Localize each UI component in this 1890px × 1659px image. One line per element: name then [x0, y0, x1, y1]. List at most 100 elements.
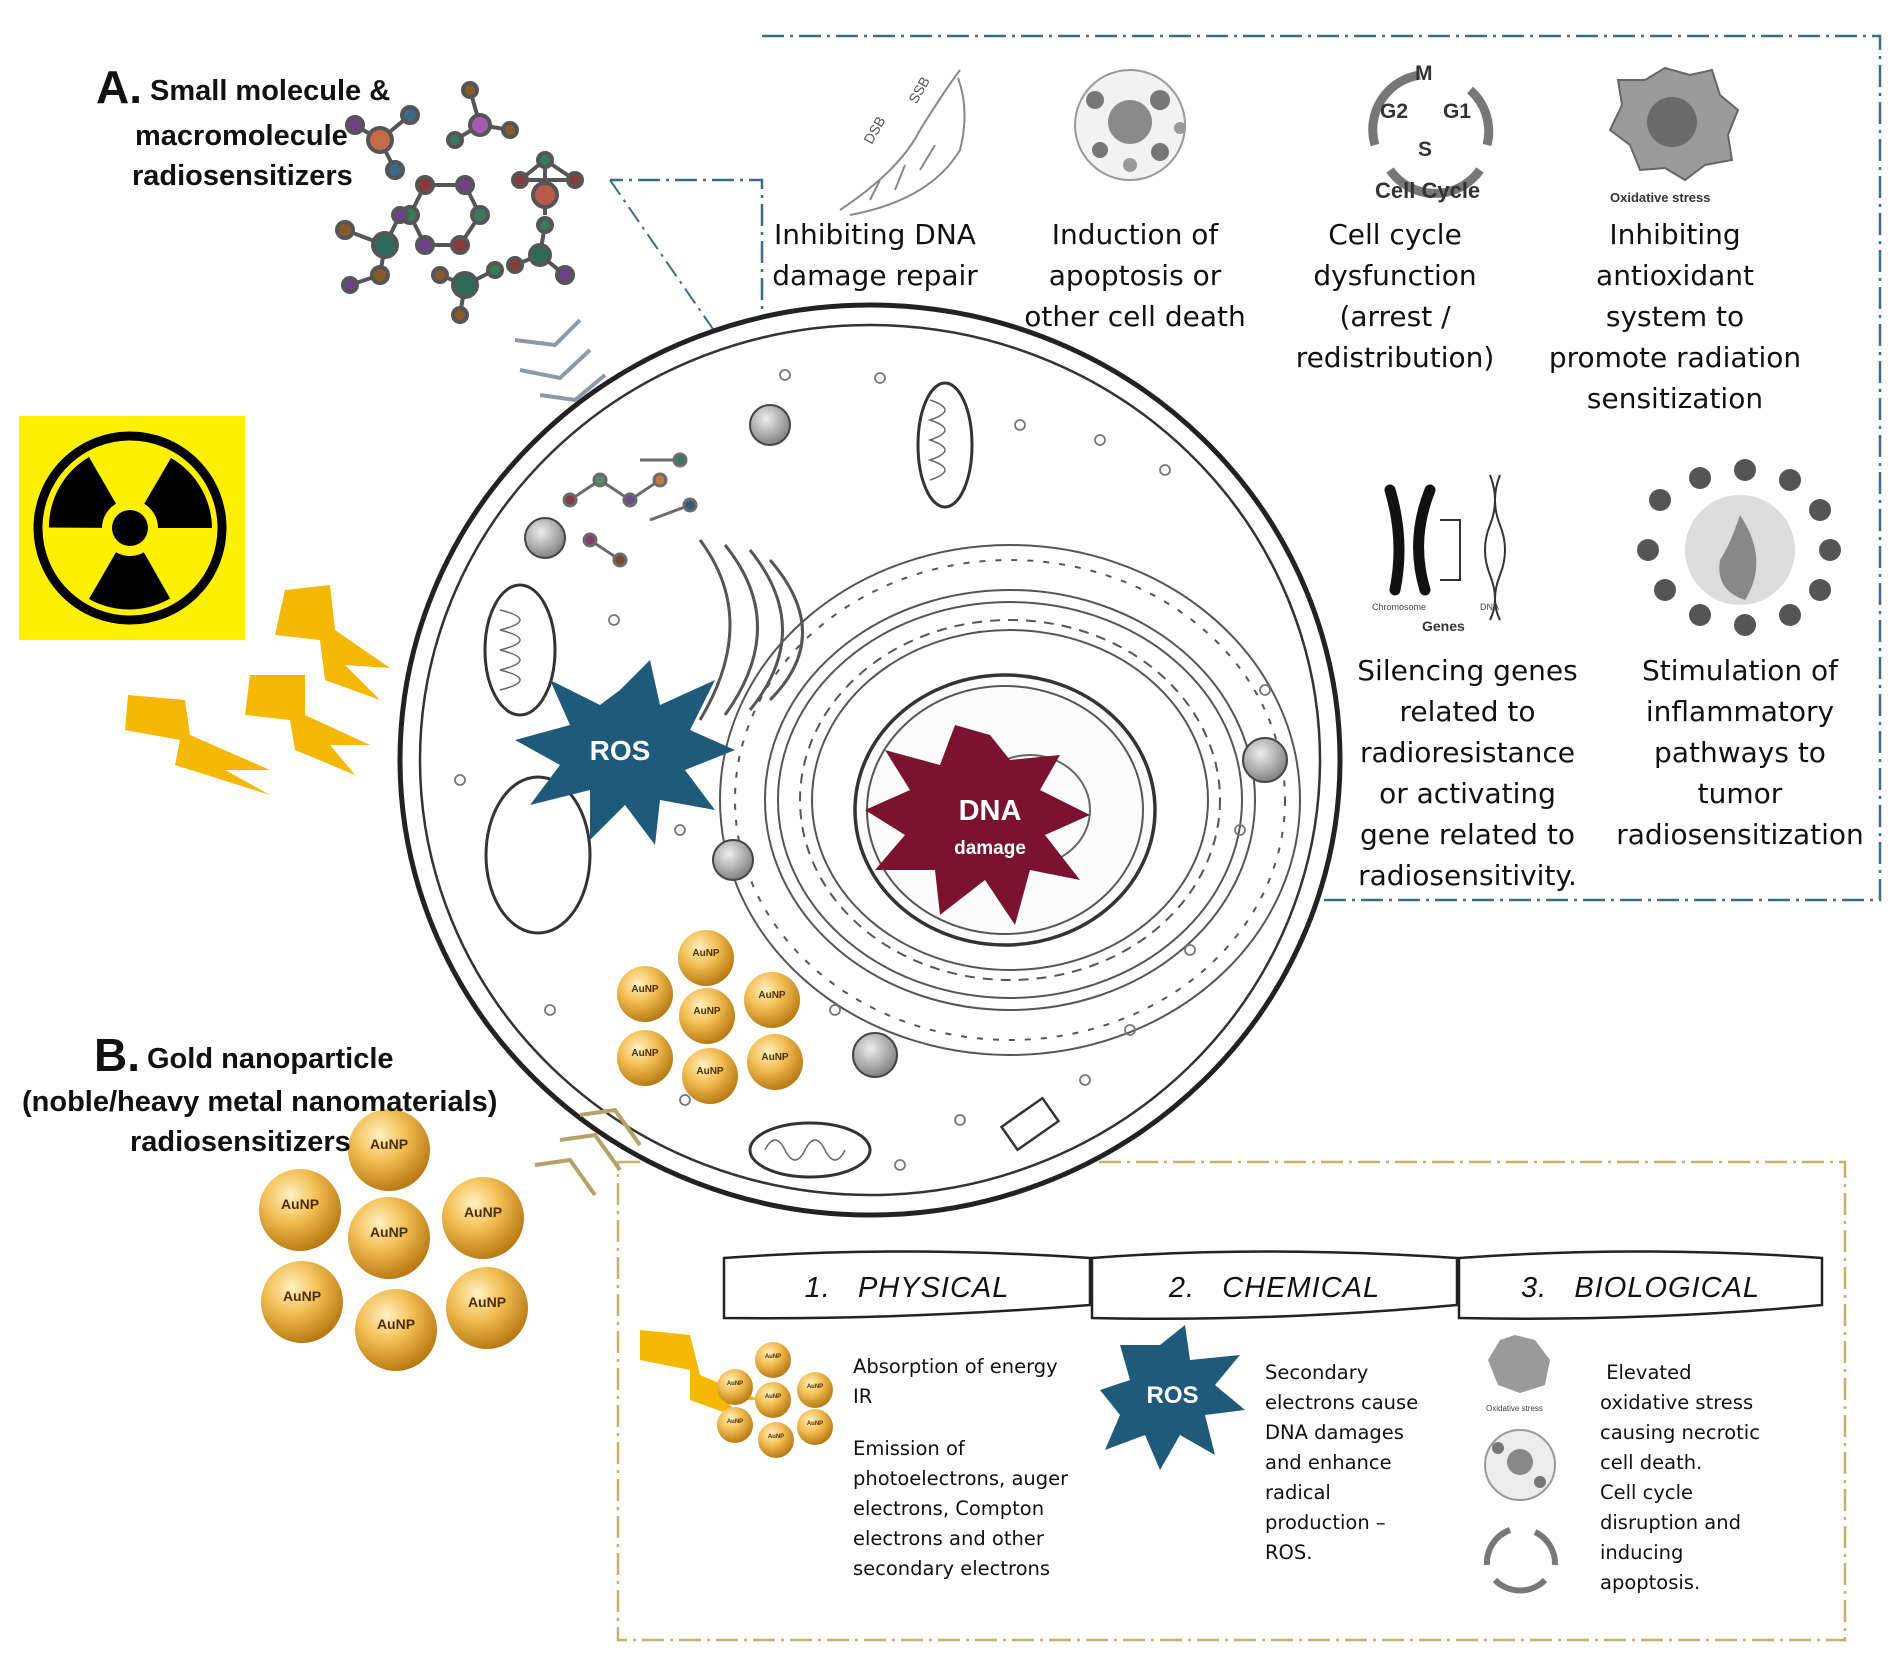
apoptotic-cell-icon — [1074, 69, 1186, 181]
dna-damage-burst — [865, 725, 1090, 925]
mechanism-line: antioxidant — [1596, 259, 1754, 292]
section-b-line1: Gold nanoparticle — [147, 1043, 394, 1075]
aunp-label: AuNP — [369, 1224, 409, 1240]
mechanism-genes: Silencing genes related to radioresistan… — [1340, 650, 1595, 896]
stage-text-line: Cell cycle — [1600, 1481, 1694, 1504]
oxidative-stress-icon — [1608, 66, 1740, 182]
stage-text-line: electrons, Compton — [853, 1497, 1045, 1520]
mini-apoptotic-icon — [1484, 1429, 1556, 1501]
mechanism-line: or activating — [1379, 777, 1556, 810]
mechanism-line: Silencing genes — [1357, 654, 1578, 687]
aunp-label: AuNP — [467, 1294, 507, 1310]
vacuole — [484, 775, 592, 935]
mechanism-line: system to — [1605, 300, 1745, 333]
damage-label: damage — [954, 838, 1026, 859]
mechanism-line: apoptosis or — [1048, 259, 1222, 292]
aunp-label: AuNP — [767, 1434, 785, 1440]
ros-label: ROS — [589, 735, 651, 766]
mini-nanoparticles — [717, 1342, 833, 1458]
vesicles — [524, 404, 1288, 1078]
section-b-line2: (noble/heavy metal nanomaterials) — [22, 1086, 498, 1118]
ros-burst-cell — [515, 660, 735, 845]
stage-header-text: 1. PHYSICAL — [724, 1258, 1090, 1318]
section-b-line3: radiosensitizers — [130, 1126, 351, 1158]
stage-biological-header: 3. BIOLOGICAL — [1459, 1258, 1822, 1318]
stage-text-line: photoelectrons, auger — [853, 1467, 1069, 1490]
section-b-box — [616, 1160, 1847, 1642]
stage-text-line: apoptosis. — [1600, 1571, 1701, 1594]
stage-physical-header: 1. PHYSICAL — [724, 1258, 1090, 1318]
oxidative-stress-caption: Oxidative stress — [1610, 190, 1711, 205]
radiosensitizer-molecules — [335, 81, 584, 324]
cell-membrane-inner — [418, 323, 1322, 1197]
aunp-label: AuNP — [692, 948, 720, 959]
stage-text-line: and enhance — [1265, 1451, 1392, 1474]
section-a-line1: Small molecule & — [150, 75, 391, 107]
aunp-label: AuNP — [764, 1354, 782, 1360]
stage-text-line: IR — [853, 1385, 873, 1408]
molecules-in-cell — [562, 452, 698, 568]
stage-text-line: production – — [1265, 1511, 1386, 1534]
stage-text-line: cell death. — [1600, 1451, 1703, 1474]
mechanism-line: radiosensitivity. — [1358, 859, 1577, 892]
stage-biological-text: Elevated oxidative stress causing necrot… — [1600, 1358, 1800, 1598]
cell-cycle-s: S — [1418, 138, 1433, 161]
section-b-letter: B. — [94, 1029, 140, 1081]
aunp-label: AuNP — [726, 1419, 744, 1425]
mechanism-dna-repair: Inhibiting DNA damage repair — [760, 214, 990, 296]
stage-header-text: 3. BIOLOGICAL — [1459, 1258, 1822, 1318]
stage-number: 3. — [1520, 1271, 1548, 1304]
stage-text-line: Elevated — [1600, 1361, 1692, 1384]
inflammation-icon — [1637, 459, 1841, 636]
mechanism-line: Inhibiting DNA — [774, 218, 976, 251]
aunp-label: AuNP — [280, 1196, 320, 1212]
stage-text-line: DNA damages — [1265, 1421, 1404, 1444]
centriole — [999, 1096, 1061, 1152]
cell-cycle-icon — [1368, 70, 1494, 198]
mechanism-line: redistribution) — [1295, 341, 1495, 374]
dna-label: DNA — [958, 795, 1022, 827]
endoplasmic-reticulum — [719, 544, 1301, 1056]
stage-name: BIOLOGICAL — [1574, 1271, 1761, 1304]
aunp-label: AuNP — [764, 1394, 782, 1400]
mechanism-cell-cycle: Cell cycle dysfunction (arrest / redistr… — [1280, 214, 1510, 378]
stage-text-line: Absorption of energy — [853, 1355, 1058, 1378]
section-b-title: B. — [94, 1028, 140, 1082]
mechanism-line: radioresistance — [1360, 736, 1575, 769]
stage-text-line: radical — [1265, 1481, 1331, 1504]
mechanism-line: Stimulation of — [1641, 654, 1838, 687]
stage-text-spacer — [853, 1412, 1083, 1434]
stage-text-line: electrons and other — [853, 1527, 1044, 1550]
mechanism-line: sensitization — [1586, 382, 1764, 415]
cell-cycle-g2: G2 — [1380, 100, 1409, 123]
aunp-label: AuNP — [282, 1288, 322, 1304]
dna-helix-icon — [839, 69, 966, 216]
stage-number: 1. — [804, 1271, 831, 1304]
aunp-label: AuNP — [369, 1136, 409, 1152]
aunp-label: AuNP — [631, 984, 659, 995]
stage-text-line: electrons cause — [1265, 1391, 1419, 1414]
mechanism-line: gene related to — [1360, 818, 1575, 851]
aunp-label: AuNP — [726, 1381, 744, 1387]
stage-number: 2. — [1168, 1271, 1196, 1304]
entry-arrow-a — [514, 318, 607, 403]
stage-text-line: causing necrotic — [1600, 1421, 1760, 1444]
aunp-label: AuNP — [376, 1316, 416, 1332]
mechanism-line: tumor — [1697, 777, 1783, 810]
mini-oxidative-icon — [1488, 1335, 1550, 1393]
section-a-box — [610, 34, 1882, 902]
mechanism-line: (arrest / — [1339, 300, 1451, 333]
radiation-hazard-icon — [19, 416, 245, 640]
stage-text-line: Secondary — [1265, 1361, 1369, 1384]
golgi-apparatus — [698, 539, 804, 721]
mechanism-line: related to — [1399, 695, 1536, 728]
mechanism-line: other cell death — [1024, 300, 1246, 333]
stage-banners — [722, 1250, 1824, 1321]
nanoparticle-cluster-cell — [617, 930, 803, 1104]
stage-text-line: oxidative stress — [1600, 1391, 1754, 1414]
section-a-line3: radiosensitizers — [132, 160, 353, 192]
stage-chemical-text: Secondary electrons cause DNA damages an… — [1265, 1358, 1445, 1568]
stage-name: CHEMICAL — [1222, 1271, 1381, 1304]
stage-name: PHYSICAL — [857, 1271, 1010, 1304]
